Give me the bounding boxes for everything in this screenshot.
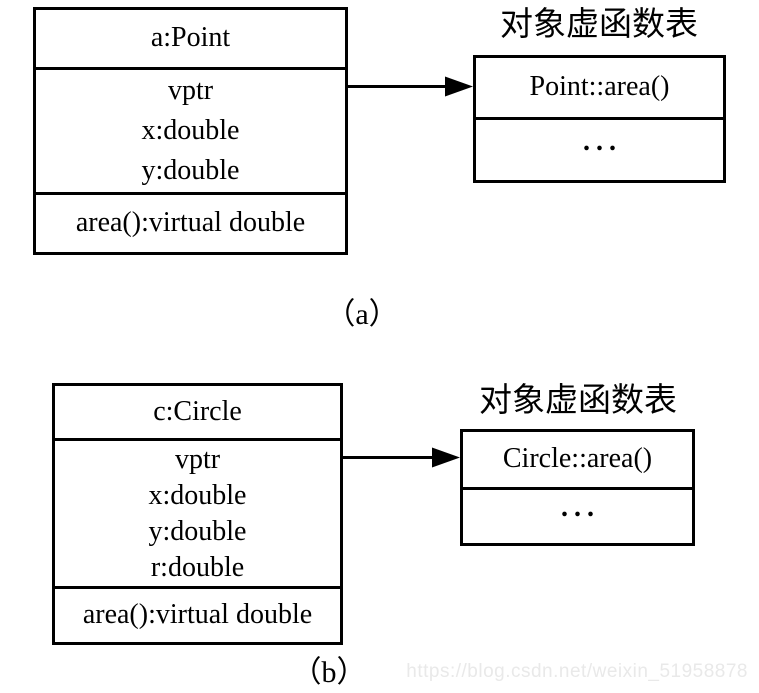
vtable-label-b: 对象虚函数表 bbox=[479, 383, 677, 419]
object-box-point: a:Point vptr x:double y:double area():vi… bbox=[33, 7, 348, 255]
vtable-entry-point-area: Point::area() bbox=[529, 71, 670, 103]
object-fields-point: vptr x:double y:double bbox=[36, 67, 345, 192]
ellipsis-text-b: ... bbox=[561, 492, 600, 524]
field-x-double: x:double bbox=[141, 115, 240, 146]
field-y-double: y:double bbox=[148, 515, 247, 547]
vtable-entry-circle-area: Circle::area() bbox=[502, 443, 653, 475]
object-fields-circle: vptr x:double y:double r:double bbox=[55, 438, 340, 586]
vptr-arrow-a bbox=[348, 76, 473, 97]
vtable-entry-ellipsis-a: ... bbox=[476, 117, 723, 180]
field-vptr: vptr bbox=[167, 75, 214, 106]
watermark-text: https://blog.csdn.net/weixin_51958878 bbox=[406, 661, 748, 682]
object-box-circle: c:Circle vptr x:double y:double r:double… bbox=[52, 383, 343, 645]
field-vptr: vptr bbox=[174, 443, 221, 475]
caption-b: （b） bbox=[291, 656, 367, 689]
field-x-double: x:double bbox=[148, 479, 247, 511]
vtable-box-point: Point::area() ... bbox=[473, 55, 726, 183]
object-title-circle: c:Circle bbox=[153, 395, 242, 427]
vtable-label-a: 对象虚函数表 bbox=[500, 7, 698, 43]
object-title-point: a:Point bbox=[150, 22, 231, 54]
caption-a: （a） bbox=[325, 298, 399, 331]
vtable-box-circle: Circle::area() ... bbox=[460, 429, 695, 546]
field-y-double: y:double bbox=[141, 155, 240, 186]
vtable-entry-ellipsis-b: ... bbox=[463, 487, 692, 543]
object-method-point: area():virtual double bbox=[36, 192, 345, 252]
ellipsis-text-a: ... bbox=[583, 125, 622, 157]
field-r-double: r:double bbox=[150, 551, 245, 583]
vptr-arrow-b bbox=[343, 447, 460, 468]
object-method-circle: area():virtual double bbox=[55, 586, 340, 642]
